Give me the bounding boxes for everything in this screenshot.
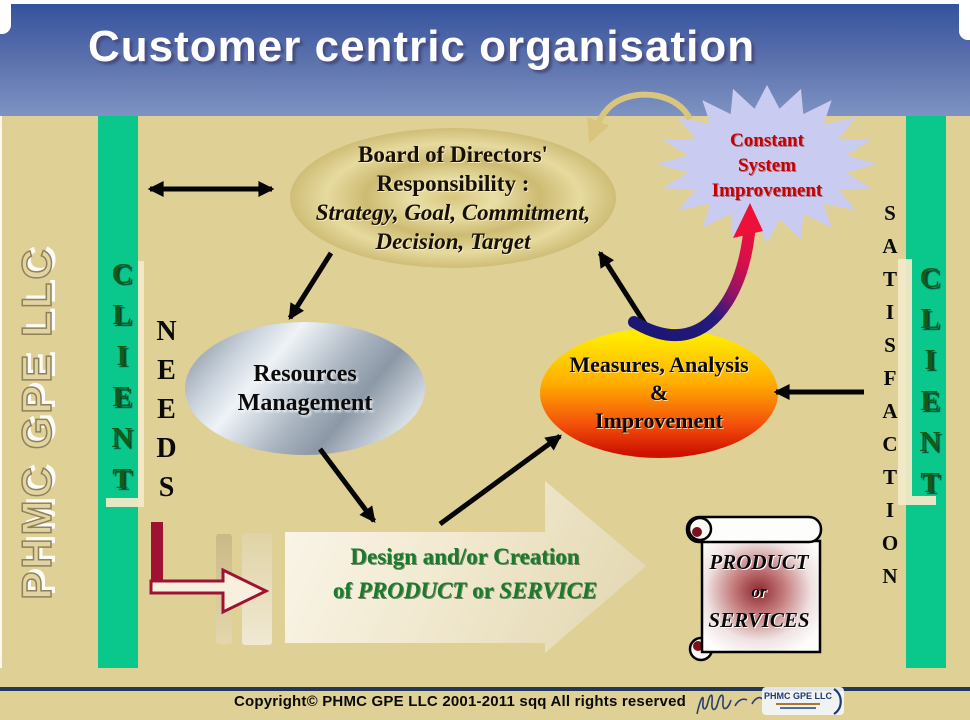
scroll-line-2: or (751, 582, 767, 601)
design-line-2-product: PRODUCT (357, 578, 467, 603)
design-creation-label: Design and/or Creation of PRODUCT or SER… (286, 541, 644, 606)
arrow-design-to-measures (438, 433, 562, 527)
board-line-2: Responsibility : (376, 171, 530, 196)
frame-corner-top-left (0, 0, 11, 34)
company-watermark: PHMC GPE LLC (12, 246, 61, 601)
design-line-2-or: or (466, 578, 500, 603)
product-services-label: PRODUCT or SERVICES (695, 548, 823, 635)
client-bar-left (98, 116, 138, 668)
maroon-elbow-shaft (151, 522, 163, 582)
slide-title: Customer centric organisation (88, 22, 756, 71)
starburst-line-1: Constant (730, 129, 804, 151)
frame-top-strip (0, 0, 970, 4)
resources-management-ellipse: Resources Management (185, 322, 425, 455)
board-of-directors-ellipse: Board of Directors' Responsibility : Str… (290, 128, 616, 268)
measures-line-3: Improvement (595, 408, 723, 433)
board-line-1: Board of Directors' (358, 142, 548, 167)
arrow-trail-bar-2 (242, 533, 272, 645)
design-line-2: of PRODUCT or SERVICE (286, 576, 644, 606)
starburst-line-2: System (737, 154, 797, 176)
arrow-trail-bar-1 (216, 534, 232, 644)
constant-system-improvement-starburst: Constant System Improvement (657, 95, 877, 235)
starburst-line-3: Improvement (711, 179, 823, 201)
client-bar-right (906, 116, 946, 668)
satisfaction-label: SATISFACTION (878, 201, 902, 597)
design-line-1: Design and/or Creation (350, 544, 580, 569)
scroll-line-1: PRODUCT (709, 550, 809, 574)
needs-label: NEEDS (151, 316, 182, 511)
board-line-4: Decision, Target (375, 229, 531, 254)
resources-line-1: Resources (253, 360, 357, 387)
maroon-elbow-arrow (149, 567, 270, 615)
footer-divider-line (0, 687, 970, 691)
design-line-2-service: SERVICE (499, 578, 598, 603)
arrow-board-to-resources (287, 251, 334, 321)
resources-line-2: Management (237, 389, 373, 416)
arrow-resources-to-design (318, 447, 376, 523)
measures-line-2: & (649, 380, 669, 405)
measures-analysis-ellipse: Measures, Analysis & Improvement (540, 328, 778, 458)
arrow-measures-to-board (597, 250, 652, 332)
frame-corner-top-right (959, 0, 970, 40)
copyright-text: Copyright© PHMC GPE LLC 2001-2011 sqq Al… (233, 693, 687, 710)
swoosh-measures-to-starburst (628, 218, 756, 342)
board-line-3: Strategy, Goal, Commitment, (315, 200, 591, 225)
scroll-line-3: SERVICES (708, 608, 810, 632)
client-label-left: CLIENT (106, 258, 138, 504)
design-line-2-of: of (332, 578, 358, 603)
client-label-right: CLIENT (914, 262, 946, 508)
measures-line-1: Measures, Analysis (569, 352, 749, 377)
frame-left-strip (0, 116, 2, 668)
